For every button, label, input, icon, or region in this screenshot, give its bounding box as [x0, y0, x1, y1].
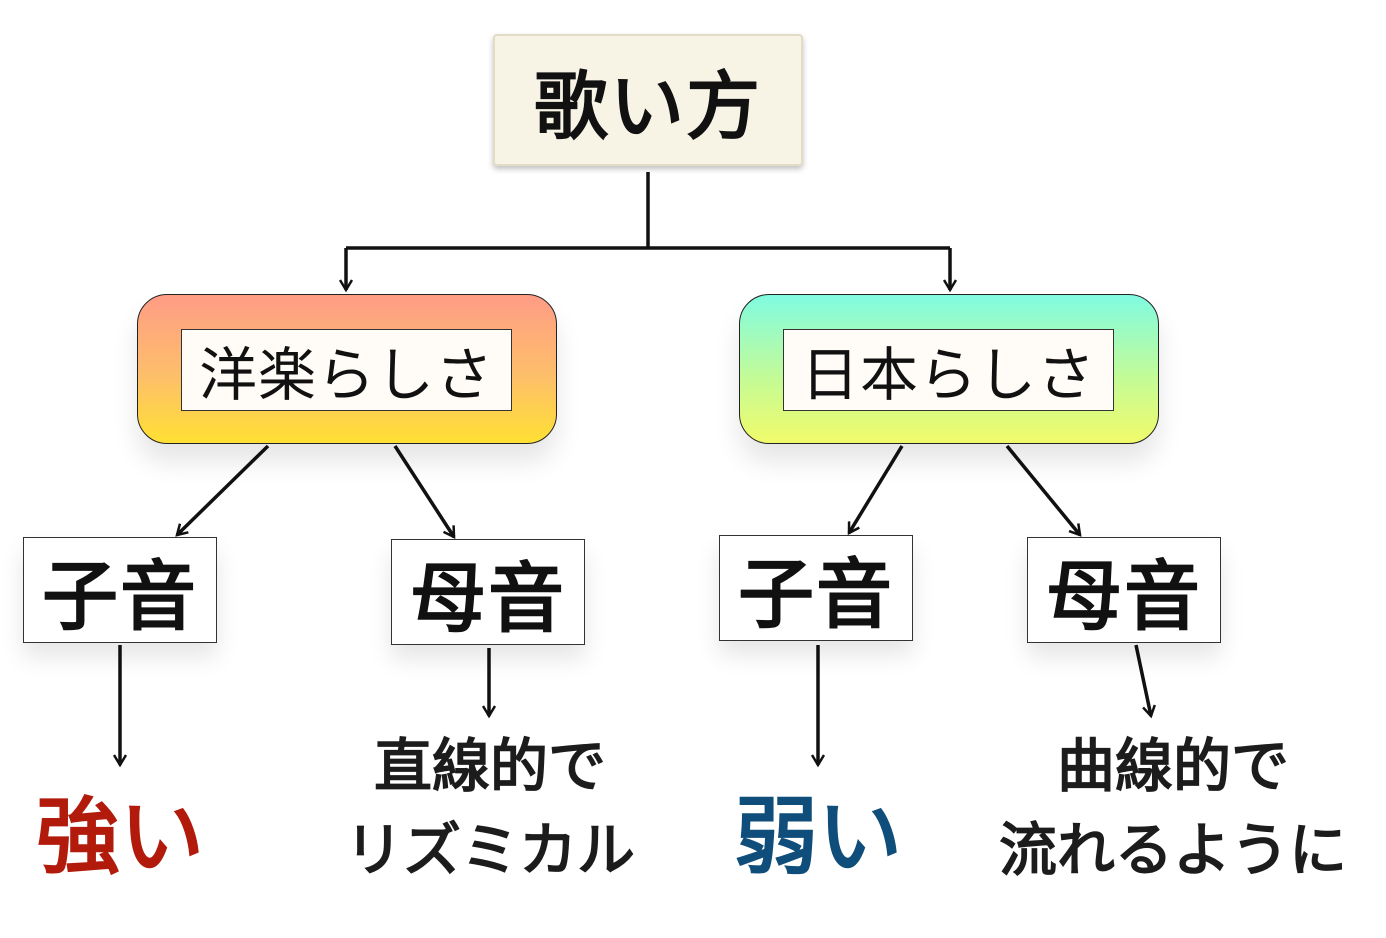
result-linear-rhythmic: 直線的で リズミカル [300, 724, 680, 892]
result-line: 直線的で [373, 732, 606, 800]
branch-japanese-label: 日本らしさ [800, 341, 1096, 409]
leaf-japanese-vowel: 母音 [1027, 537, 1221, 643]
leaf-japanese-consonant: 子音 [719, 535, 913, 641]
leaf-label: 子音 [738, 550, 894, 639]
result-weak: 弱い [733, 788, 902, 886]
leaf-label: 子音 [42, 552, 198, 641]
arrow-western-vowel [393, 445, 456, 537]
arrow-japanese-vowel [1005, 444, 1080, 535]
root-node-singing-style: 歌い方 [493, 34, 803, 166]
leaf-western-consonant: 子音 [23, 537, 217, 643]
branch-western-label-box: 洋楽らしさ [181, 329, 512, 411]
result-line: 流れるように [998, 816, 1347, 884]
branch-japanese-label-box: 日本らしさ [783, 329, 1114, 411]
leaf-label: 母音 [1046, 552, 1202, 641]
arrow-curved [1134, 644, 1151, 716]
result-curved-flowing: 曲線的で 流れるように [968, 724, 1378, 892]
arrow-japanese-consonant [847, 445, 904, 533]
branch-western-label: 洋楽らしさ [198, 341, 494, 409]
result-line: 曲線的で [1056, 732, 1289, 800]
result-strong: 強い [35, 788, 204, 886]
result-line: リズミカル [344, 816, 635, 884]
leaf-label: 母音 [410, 554, 566, 643]
arrow-western-consonant [177, 444, 270, 535]
leaf-western-vowel: 母音 [391, 539, 585, 645]
root-label: 歌い方 [534, 63, 762, 150]
